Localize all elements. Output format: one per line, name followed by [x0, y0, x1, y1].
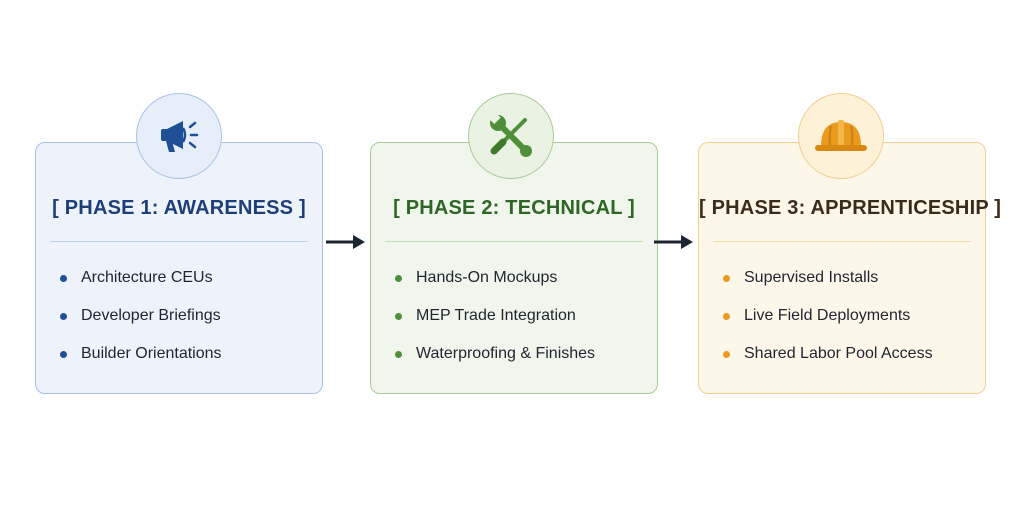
- bullet-icon: [60, 350, 67, 358]
- bullet-icon: [723, 312, 730, 320]
- item-label: Hands-On Mockups: [416, 269, 558, 286]
- hard-hat-badge: [798, 93, 884, 179]
- list-item: Waterproofing & Finishes: [395, 335, 647, 373]
- megaphone-badge: [136, 93, 222, 179]
- item-label: Architecture CEUs: [81, 269, 213, 286]
- bullet-icon: [395, 274, 402, 282]
- phase-item-list: Architecture CEUs Developer Briefings Bu…: [60, 259, 312, 373]
- phase-card-technical: [ PHASE 2: TECHNICAL ] Hands-On Mockups …: [370, 142, 658, 394]
- megaphone-icon: [161, 121, 199, 152]
- phase-title: [ PHASE 2: TECHNICAL ]: [393, 197, 635, 219]
- list-item: Live Field Deployments: [723, 297, 975, 335]
- list-item: Architecture CEUs: [60, 259, 312, 297]
- arrow-right-icon: [326, 235, 365, 249]
- item-label: Shared Labor Pool Access: [744, 345, 933, 362]
- bullet-icon: [60, 274, 67, 282]
- item-label: MEP Trade Integration: [416, 307, 576, 324]
- bullet-icon: [723, 350, 730, 358]
- list-item: Supervised Installs: [723, 259, 975, 297]
- list-item: Developer Briefings: [60, 297, 312, 335]
- phase-item-list: Supervised Installs Live Field Deploymen…: [723, 259, 975, 373]
- phase-card-awareness: [ PHASE 1: AWARENESS ] Architecture CEUs…: [35, 142, 323, 394]
- item-label: Live Field Deployments: [744, 307, 911, 324]
- list-item: Hands-On Mockups: [395, 259, 647, 297]
- bullet-icon: [723, 274, 730, 282]
- wrench-screwdriver-icon: [489, 112, 532, 157]
- divider: [713, 241, 971, 242]
- phase-card-apprenticeship: [ PHASE 3: APPRENTICESHIP ] Supervised I…: [698, 142, 1002, 394]
- item-label: Developer Briefings: [81, 307, 221, 324]
- divider: [385, 241, 643, 242]
- list-item: Shared Labor Pool Access: [723, 335, 975, 373]
- list-item: MEP Trade Integration: [395, 297, 647, 335]
- phase-title: [ PHASE 3: APPRENTICESHIP ]: [699, 197, 1002, 219]
- bullet-icon: [395, 350, 402, 358]
- bullet-icon: [60, 312, 67, 320]
- divider: [50, 241, 308, 242]
- tools-badge: [468, 93, 554, 179]
- list-item: Builder Orientations: [60, 335, 312, 373]
- item-label: Waterproofing & Finishes: [416, 345, 596, 362]
- phase-item-list: Hands-On Mockups MEP Trade Integration W…: [395, 259, 647, 373]
- item-label: Builder Orientations: [81, 345, 222, 362]
- hard-hat-icon: [815, 120, 867, 151]
- phase-title: [ PHASE 1: AWARENESS ]: [52, 197, 306, 219]
- arrow-right-icon: [654, 235, 693, 249]
- bullet-icon: [395, 312, 402, 320]
- item-label: Supervised Installs: [744, 269, 879, 286]
